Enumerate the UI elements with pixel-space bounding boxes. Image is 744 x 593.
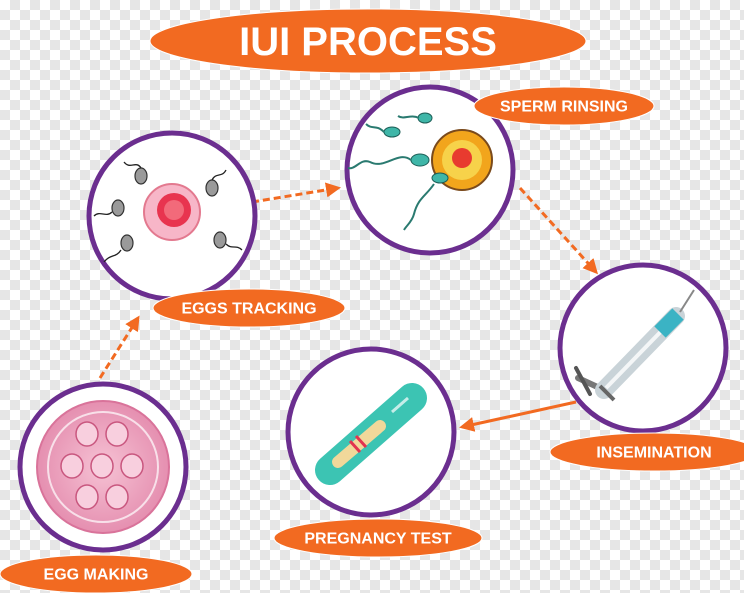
step-eggs-tracking: EGGS TRACKING	[86, 130, 346, 328]
title-banner: IUI PROCESS	[149, 8, 587, 74]
step-sperm-rinsing: SPERM RINSING	[344, 84, 655, 256]
arrow-tracking-to-rinsing	[251, 182, 341, 204]
step-label: EGG MAKING	[44, 567, 149, 584]
step-label: EGGS TRACKING	[181, 301, 316, 318]
step-label: PREGNANCY TEST	[304, 531, 452, 548]
step-egg-making: EGG MAKING	[0, 381, 193, 593]
sperm-fertilization-icon	[347, 112, 493, 231]
arrow-egg-to-tracking	[98, 315, 140, 379]
step-pregnancy-test: PREGNANCY TEST	[273, 346, 483, 558]
syringe-icon	[574, 289, 695, 402]
process-arrows	[98, 182, 599, 432]
step-label: SPERM RINSING	[500, 99, 628, 116]
pregnancy-test-icon	[315, 383, 427, 485]
step-insemination: INSEMINATION	[549, 262, 744, 472]
step-label: INSEMINATION	[596, 445, 711, 462]
egg-sperm-icon	[93, 161, 243, 263]
arrow-insemination-to-test	[459, 400, 577, 432]
egg-cells-icon	[36, 400, 170, 534]
page-title: IUI PROCESS	[239, 20, 497, 64]
arrow-rinsing-to-insemination	[518, 186, 599, 275]
